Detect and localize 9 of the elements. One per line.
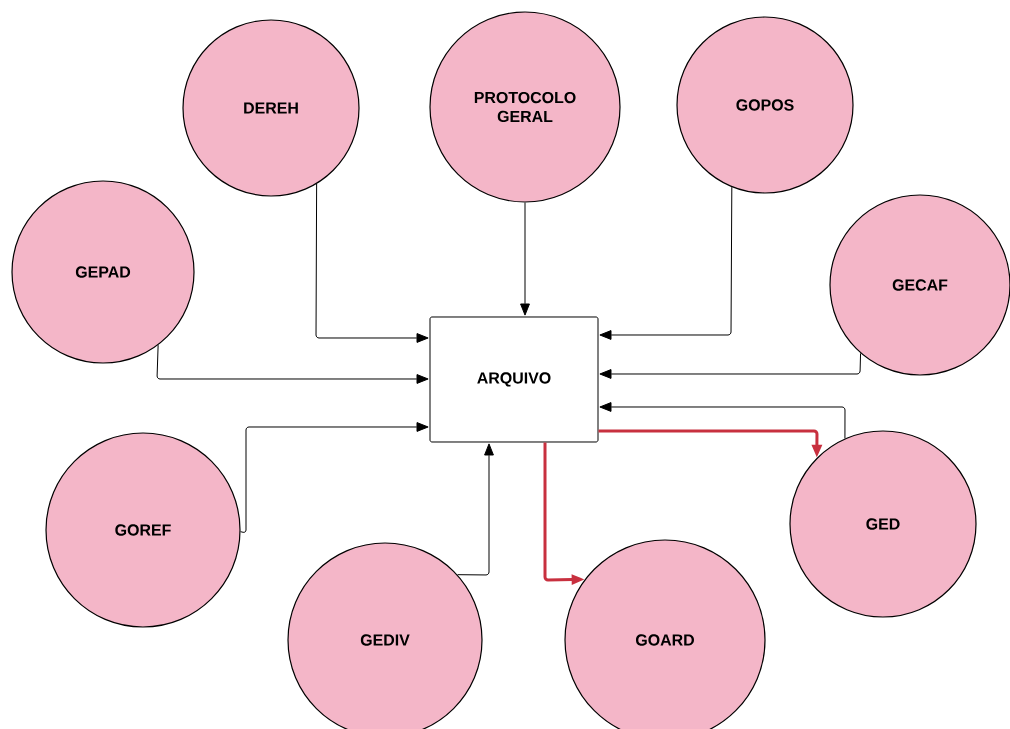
arrow [156, 344, 429, 384]
arrow [457, 443, 494, 576]
arrow [599, 352, 862, 379]
arrow [240, 422, 429, 533]
arrow [315, 183, 429, 343]
arrow [520, 202, 530, 316]
arrow [599, 402, 846, 439]
process-box: ARQUIVO [429, 316, 599, 443]
arrow [599, 186, 733, 340]
